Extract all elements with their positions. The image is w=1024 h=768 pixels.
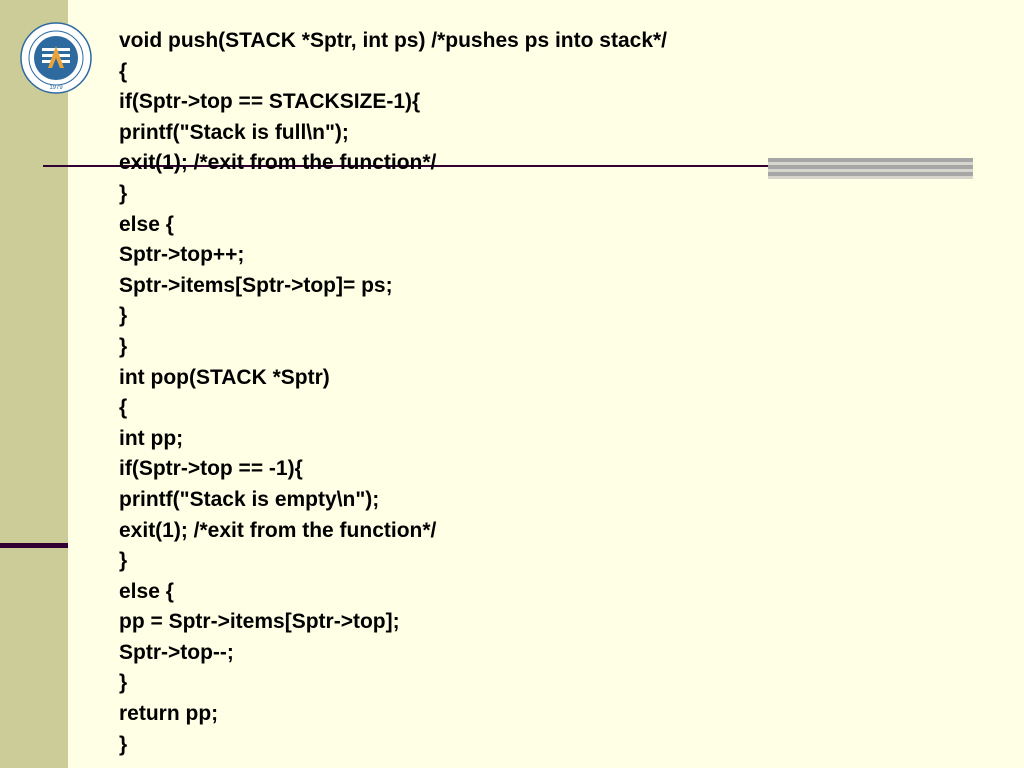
code-line: else { [119,212,174,236]
code-line: exit(1); /*exit from the function*/ [119,151,437,175]
code-line: else { [119,579,174,603]
code-line: } [119,732,128,756]
code-line: Sptr->top++; [119,243,245,267]
code-line: int pop(STACK *Sptr) [119,365,330,389]
code-line: { [119,396,128,420]
code-line: pp = Sptr->items[Sptr->top]; [119,610,400,634]
code-line: Sptr->items[Sptr->top]= ps; [119,273,393,297]
university-emblem-icon: 1979 [20,22,92,94]
code-line: } [119,549,128,573]
code-line: printf("Stack is full\n"); [119,120,349,144]
header-accent-bar [768,158,973,179]
code-line: if(Sptr->top == STACKSIZE-1){ [119,90,421,114]
logo-year: 1979 [49,85,63,91]
code-line: } [119,304,128,328]
code-line: int pp; [119,426,184,450]
code-line: Sptr->top--; [119,640,234,664]
code-line: } [119,181,128,205]
code-line: } [119,671,128,695]
code-line: exit(1); /*exit from the function*/ [119,518,437,542]
code-line: } [119,334,128,358]
code-line: if(Sptr->top == -1){ [119,457,303,481]
code-listing: void push(STACK *Sptr, int ps) /*pushes … [119,26,667,760]
sidebar-divider [0,543,68,548]
code-line: void push(STACK *Sptr, int ps) /*pushes … [119,29,668,52]
code-line: printf("Stack is empty\n"); [119,487,380,511]
slide-sidebar [0,0,68,768]
code-line: { [119,59,128,83]
code-line: return pp; [119,702,219,726]
header-divider [43,165,973,167]
